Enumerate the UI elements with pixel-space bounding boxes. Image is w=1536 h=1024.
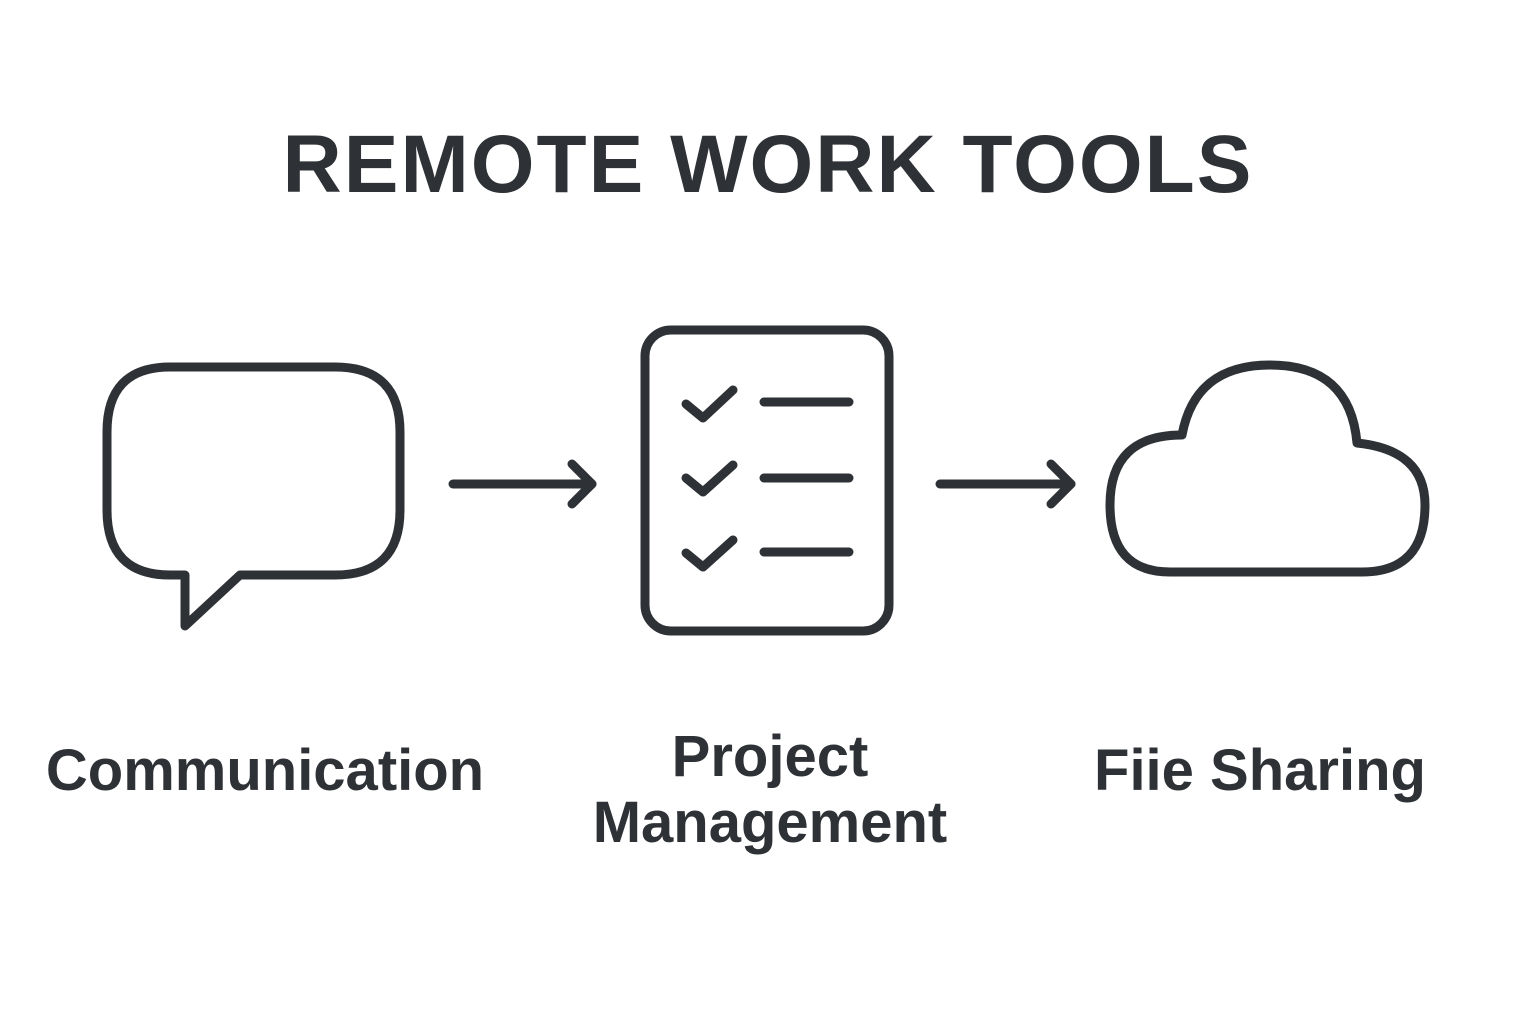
- diagram-title: REMOTE WORK TOOLS: [282, 119, 1254, 210]
- step-label-line: Management: [592, 790, 948, 855]
- checklist-icon: [640, 325, 894, 636]
- step-label-communication: Communication: [45, 738, 485, 803]
- cloud-icon: [1105, 360, 1430, 577]
- step-label-file-sharing: Fiie Sharing: [1094, 738, 1426, 803]
- arrow-right-icon: [935, 459, 1076, 509]
- step-label-line: Project: [671, 724, 869, 789]
- step-label-project-management: Project Management: [540, 724, 1000, 856]
- arrow-right-icon: [448, 459, 597, 509]
- speech-bubble-icon: [102, 362, 405, 631]
